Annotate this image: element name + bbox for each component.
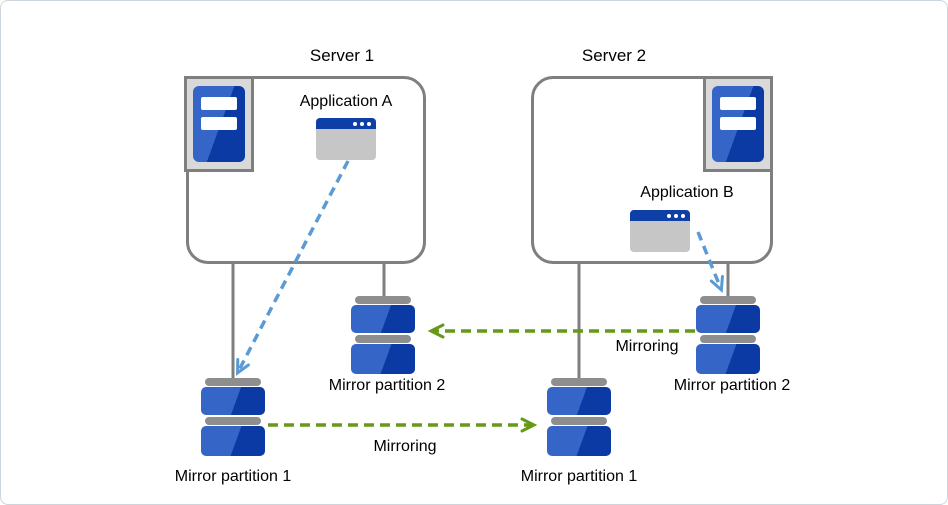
disk-platter [547,387,611,415]
disk-cap [551,417,607,425]
server2-server-icon [703,76,773,172]
application-b-label: Application B [640,184,734,201]
application-b-access-arrow [696,231,724,294]
server1-mirror-partition2-icon [351,296,415,374]
disk-platter [351,305,415,333]
disk-platter [351,344,415,374]
server-drive-bay [720,117,756,130]
disk-cap [205,417,261,425]
server2-mirror-partition2-icon [696,296,760,374]
mirroring-bottom-label: Mirroring [373,438,437,455]
disk-cap [551,378,607,386]
window-dot [674,213,678,218]
disk-platter [696,344,760,374]
server1-label: Server 1 [309,46,375,65]
server2-mirror-partition1-icon [547,378,611,456]
window-dot [681,213,685,218]
disk-cap [355,296,411,304]
server2-label: Server 2 [581,46,647,65]
server1-mirror-partition1-icon [201,378,265,456]
disk-cap [355,335,411,343]
window-dot [360,121,364,126]
server-chassis [193,86,245,162]
server1-mirror-partition2-label: Mirror partition 2 [328,377,446,394]
application-a-access-arrow [235,160,350,376]
window-dot [367,121,371,126]
disk-platter [201,387,265,415]
window-dot [353,121,357,126]
disk-platter [696,305,760,333]
application-a-window-icon [316,118,376,160]
server1-mirror-partition1-label: Mirror partition 1 [174,468,292,485]
application-b-window-icon [630,210,690,252]
window-titlebar [630,210,690,221]
disk-cap [700,296,756,304]
disk-platter [547,426,611,456]
disk-cap [205,378,261,386]
server2-mirror-partition2-label: Mirror partition 2 [673,377,791,394]
window-titlebar [316,118,376,129]
mirroring-top-label: Mirroring [615,338,679,355]
server-drive-bay [201,97,237,110]
server1-server-icon [184,76,254,172]
server-drive-bay [201,117,237,130]
server2-mirror-partition1-label: Mirror partition 1 [520,468,638,485]
disk-cap [700,335,756,343]
application-a-label: Application A [299,93,393,110]
window-dot [667,213,671,218]
server-chassis [712,86,764,162]
server-drive-bay [720,97,756,110]
disk-platter [201,426,265,456]
